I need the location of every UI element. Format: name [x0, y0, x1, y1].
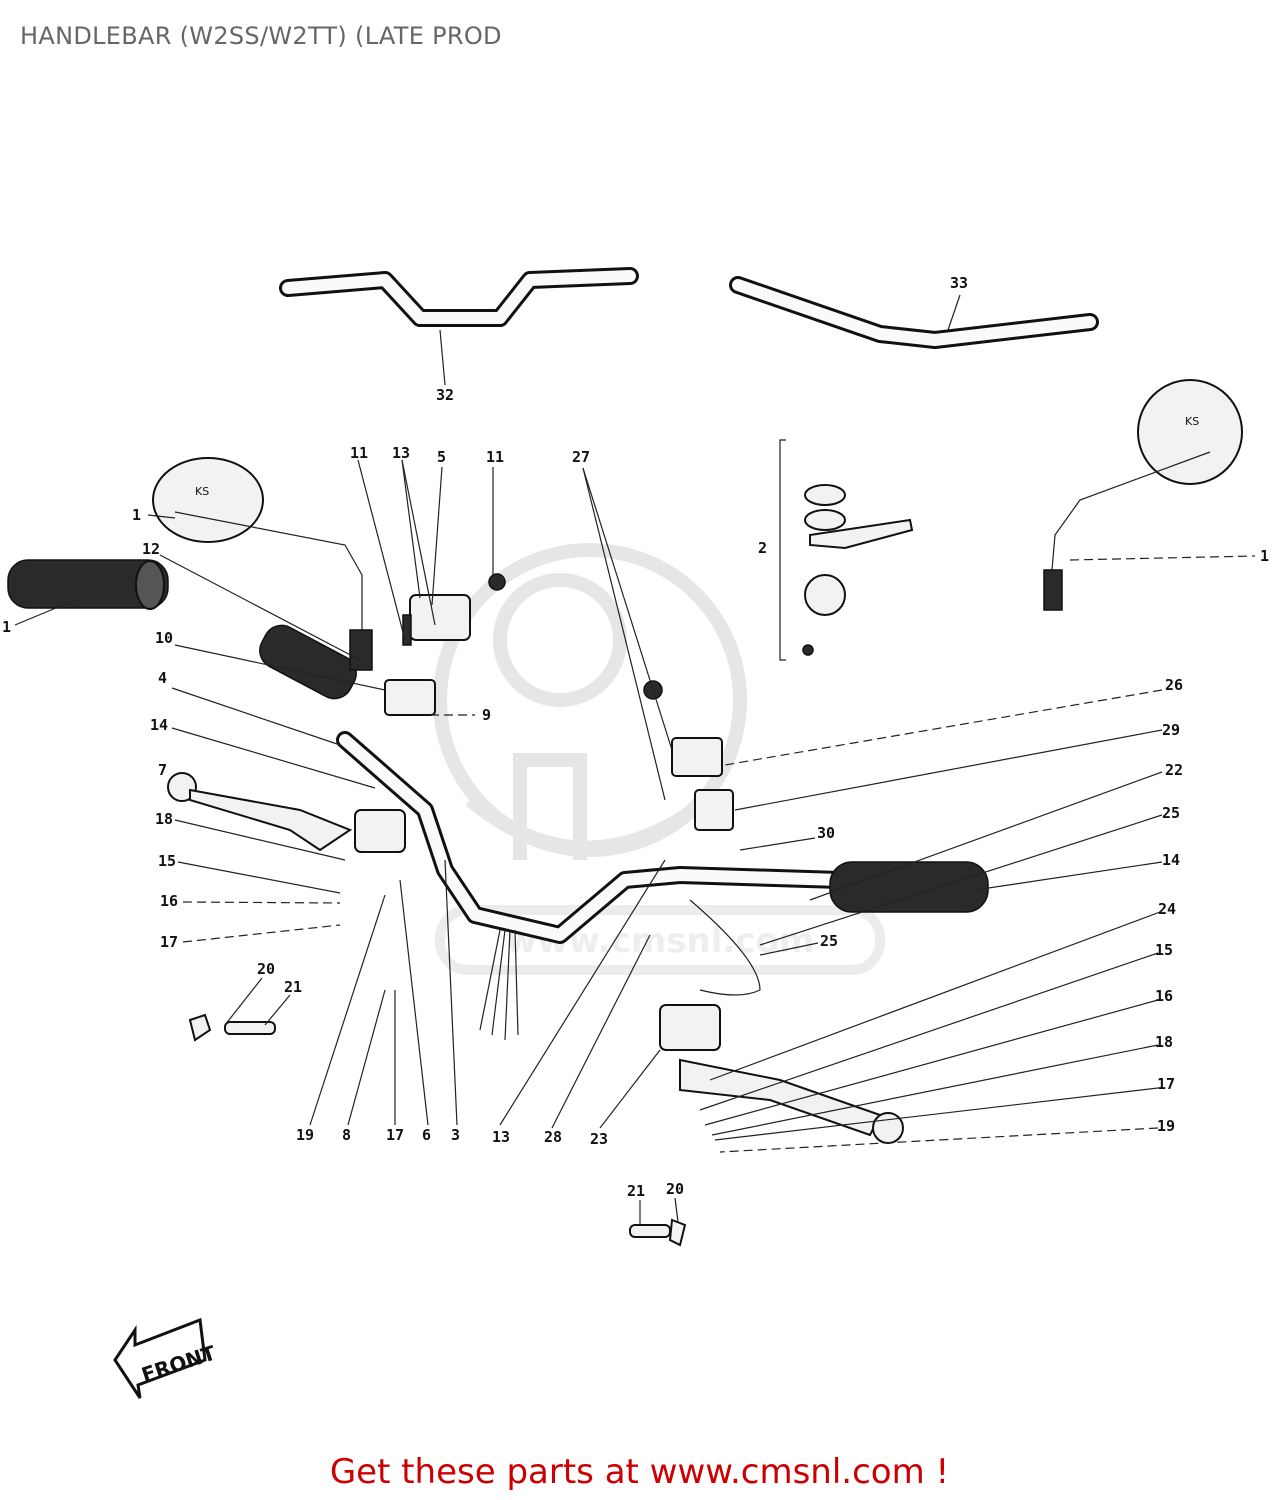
callout-28: 28 — [544, 1128, 562, 1146]
page-title: HANDLEBAR (W2SS/W2TT) (LATE PROD — [20, 22, 502, 50]
callout-32: 32 — [436, 386, 454, 404]
right-lever — [659, 1004, 904, 1144]
callout-19: 19 — [1157, 1117, 1175, 1135]
callout-25: 25 — [820, 932, 838, 950]
callout-13: 13 — [492, 1128, 510, 1146]
callout-3: 3 — [451, 1126, 460, 1144]
left-switch-assembly — [384, 573, 506, 716]
right-mirror: KS — [1043, 379, 1243, 611]
callout-17: 17 — [386, 1126, 404, 1144]
callout-4: 4 — [158, 669, 167, 687]
callout-33: 33 — [950, 274, 968, 292]
watermark-logo: www.cmsnl.com — [433, 543, 885, 975]
callout-5: 5 — [437, 448, 446, 466]
wiring-harness — [479, 899, 761, 1041]
callout-13: 13 — [392, 444, 410, 462]
callout-19: 19 — [296, 1126, 314, 1144]
callout-2: 2 — [758, 539, 767, 557]
callout-25: 25 — [1162, 804, 1180, 822]
callout-21: 21 — [627, 1182, 645, 1200]
callout-16: 16 — [160, 892, 178, 910]
left-mirror: KS — [152, 457, 373, 671]
spare-grip — [7, 559, 169, 610]
callout-18: 18 — [155, 810, 173, 828]
front-arrow: FRONT — [113, 1317, 219, 1399]
callout-20: 20 — [666, 1180, 684, 1198]
callout-1: 1 — [1260, 547, 1269, 565]
callout-10: 10 — [155, 629, 173, 647]
callout-1: 1 — [2, 618, 11, 636]
callout-26: 26 — [1165, 676, 1183, 694]
callout-18: 18 — [1155, 1033, 1173, 1051]
callout-12: 12 — [142, 540, 160, 558]
callout-24: 24 — [1158, 900, 1176, 918]
callout-21: 21 — [284, 978, 302, 996]
callout-20: 20 — [257, 960, 275, 978]
callout-27: 27 — [572, 448, 590, 466]
callout-23: 23 — [590, 1130, 608, 1148]
callouts: 32 33 1 1 1 2 12 10 4 14 7 18 15 16 17 1… — [2, 274, 1269, 1200]
left-lever — [167, 772, 406, 853]
cable-adjuster-right — [629, 1218, 687, 1247]
callout-15: 15 — [158, 852, 176, 870]
callout-30: 30 — [817, 824, 835, 842]
promo-link[interactable]: Get these parts at www.cmsnl.com ! — [329, 1452, 950, 1492]
main-handlebar — [336, 731, 849, 944]
callout-9: 9 — [482, 706, 491, 724]
callout-16: 16 — [1155, 987, 1173, 1005]
left-grip — [259, 624, 357, 700]
right-grip — [829, 861, 989, 913]
mirror-badge-left: KS — [195, 485, 209, 498]
alt-handlebar-32 — [279, 267, 639, 327]
callout-29: 29 — [1162, 721, 1180, 739]
cable-adjuster-left — [188, 1013, 276, 1042]
callout-22: 22 — [1165, 761, 1183, 779]
alt-handlebar-33 — [729, 276, 1099, 349]
callout-11: 11 — [350, 444, 368, 462]
callout-11: 11 — [486, 448, 504, 466]
leader-lines — [14, 294, 1256, 1225]
callout-6: 6 — [422, 1126, 431, 1144]
mirror-badge-right: KS — [1185, 415, 1199, 428]
callout-7: 7 — [158, 761, 167, 779]
callout-14: 14 — [150, 716, 168, 734]
callout-14: 14 — [1162, 851, 1180, 869]
switch-group-2 — [779, 439, 914, 661]
callout-15: 15 — [1155, 941, 1173, 959]
center-switch-assembly — [643, 680, 734, 831]
callout-1: 1 — [132, 506, 141, 524]
callout-8: 8 — [342, 1126, 351, 1144]
callout-17: 17 — [160, 933, 178, 951]
callout-17: 17 — [1157, 1075, 1175, 1093]
